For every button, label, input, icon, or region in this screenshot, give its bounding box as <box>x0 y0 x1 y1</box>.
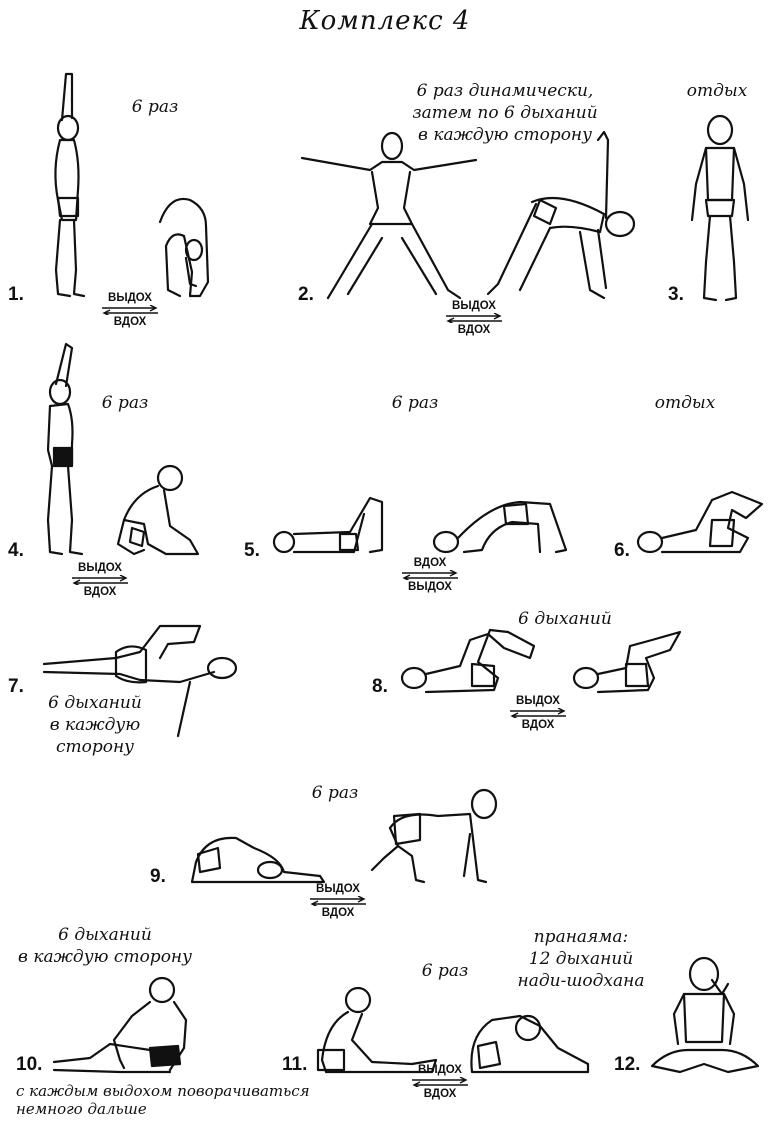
breath-indicator-11: ВЫДОХ ВДОХ <box>410 1064 470 1100</box>
exercise-7-caption: 6 дыханий в каждую сторону <box>10 692 180 758</box>
figure-knees-to-chest <box>400 628 536 694</box>
exercise-2-caption-line1: 6 раз динамически, <box>416 81 594 101</box>
exercise-10-note-line2: немного дальше <box>16 1100 147 1118</box>
breath-arrows-icon <box>72 575 128 585</box>
exhale-label: ВЫДОХ <box>418 1064 462 1076</box>
inhale-label: ВДОХ <box>521 719 555 731</box>
breath-indicator-2: ВЫДОХ ВДОХ <box>444 300 504 336</box>
inhale-label: ВДОХ <box>321 907 355 919</box>
breath-arrows-icon <box>412 1077 468 1087</box>
breath-arrows-icon <box>102 305 158 315</box>
figure-triangle-pose <box>486 130 636 300</box>
exercise-9-caption: 6 раз <box>311 783 359 803</box>
breath-indicator-8: ВЫДОХ ВДОХ <box>508 695 568 731</box>
exercise-10-note-line1: с каждым выдохом поворачиваться <box>16 1082 310 1100</box>
inhale-label: ВДОХ <box>83 586 117 598</box>
exercise-12-caption-line1: пранаяма: <box>533 927 629 947</box>
exhale-label: ВЫДОХ <box>316 883 360 895</box>
figure-knees-to-chest <box>572 630 682 694</box>
figure-standing-arms-up <box>54 72 86 298</box>
exercise-8-caption: 6 дыханий <box>518 609 612 629</box>
figure-forward-bend <box>158 197 210 298</box>
exercise-7-caption-line2: в каждую сторону <box>49 715 141 757</box>
exercise-12-caption-line2: 12 дыханий <box>528 949 634 969</box>
figure-lying-knees-bent <box>272 496 384 554</box>
breath-indicator-9: ВЫДОХ ВДОХ <box>308 883 368 919</box>
exercise-10-caption: 6 дыханий в каждую сторону <box>10 924 200 968</box>
figure-seated-forward-reach <box>316 986 438 1074</box>
inhale-label: ВДОХ <box>457 324 491 336</box>
figure-wide-stance-arms-out <box>300 131 478 300</box>
exercise-9-number: 9. <box>150 866 166 887</box>
breath-arrows-icon <box>310 896 366 906</box>
exercise-12-caption: пранаяма: 12 дыханий нади-шодхана <box>506 926 656 992</box>
exercise-11-caption: 6 раз <box>421 961 469 981</box>
exercise-4-number: 4. <box>8 540 24 561</box>
exercise-2-caption-line2: затем по 6 дыханий <box>412 103 598 123</box>
exhale-label: ВЫДОХ <box>408 581 452 593</box>
exercise-1-number: 1. <box>8 284 24 305</box>
exhale-label: ВЫДОХ <box>516 695 560 707</box>
exercise-8-number: 8. <box>372 676 388 697</box>
exercise-2-number: 2. <box>298 284 314 305</box>
breath-arrows-icon <box>402 570 458 580</box>
breath-arrows-icon <box>446 313 502 323</box>
exercise-6-caption: отдых <box>654 393 716 413</box>
inhale-label: ВДОХ <box>113 316 147 328</box>
exercise-3-caption: отдых <box>686 81 748 101</box>
exercise-10-number: 10. <box>16 1054 43 1075</box>
exercise-3-number: 3. <box>668 284 684 305</box>
exercise-6-number: 6. <box>614 540 630 561</box>
figure-table-pose <box>370 788 498 884</box>
figure-seated-forward-bend <box>470 1014 590 1074</box>
exhale-label: ВЫДОХ <box>452 300 496 312</box>
exercise-2-caption: 6 раз динамически, затем по 6 дыханий в … <box>400 80 610 146</box>
exercise-10-caption-line1: 6 дыханий <box>58 925 152 945</box>
exercise-11-number: 11. <box>282 1054 308 1075</box>
exercise-7-caption-line1: 6 дыханий <box>48 693 142 713</box>
figure-seated-twist <box>52 976 188 1074</box>
exercise-5-caption: 6 раз <box>391 393 439 413</box>
exhale-label: ВЫДОХ <box>78 562 122 574</box>
breath-indicator-5: ВДОХ ВЫДОХ <box>400 557 460 593</box>
exercise-10-note: с каждым выдохом поворачиваться немного … <box>16 1082 346 1118</box>
page-title: Комплекс 4 <box>299 6 471 36</box>
exercise-1-caption: 6 раз <box>131 97 179 117</box>
exercise-5-number: 5. <box>244 540 260 561</box>
exercise-4-caption: 6 раз <box>101 393 149 413</box>
breath-indicator-4: ВЫДОХ ВДОХ <box>70 562 130 598</box>
figure-knees-to-chest <box>636 490 764 554</box>
figure-standing-arms-up <box>46 342 84 556</box>
figure-child-pose <box>190 836 326 884</box>
figure-bridge-pose <box>432 500 568 554</box>
exercise-2-caption-line3: в каждую сторону <box>418 125 592 145</box>
figure-lying-twist <box>42 624 238 738</box>
exercise-12-caption-line3: нади-шодхана <box>517 971 645 991</box>
inhale-label: ВДОХ <box>423 1088 457 1100</box>
breath-arrows-icon <box>510 708 566 718</box>
inhale-label: ВДОХ <box>413 557 447 569</box>
exhale-label: ВЫДОХ <box>108 292 152 304</box>
figure-standing-rest <box>690 114 750 302</box>
figure-squat-forward <box>116 464 200 556</box>
exercise-10-caption-line2: в каждую сторону <box>18 947 192 967</box>
breath-indicator-1: ВЫДОХ ВДОХ <box>100 292 160 328</box>
exercise-7-number: 7. <box>8 676 24 697</box>
figure-lotus-breathing <box>650 956 760 1074</box>
exercise-12-number: 12. <box>614 1054 641 1075</box>
